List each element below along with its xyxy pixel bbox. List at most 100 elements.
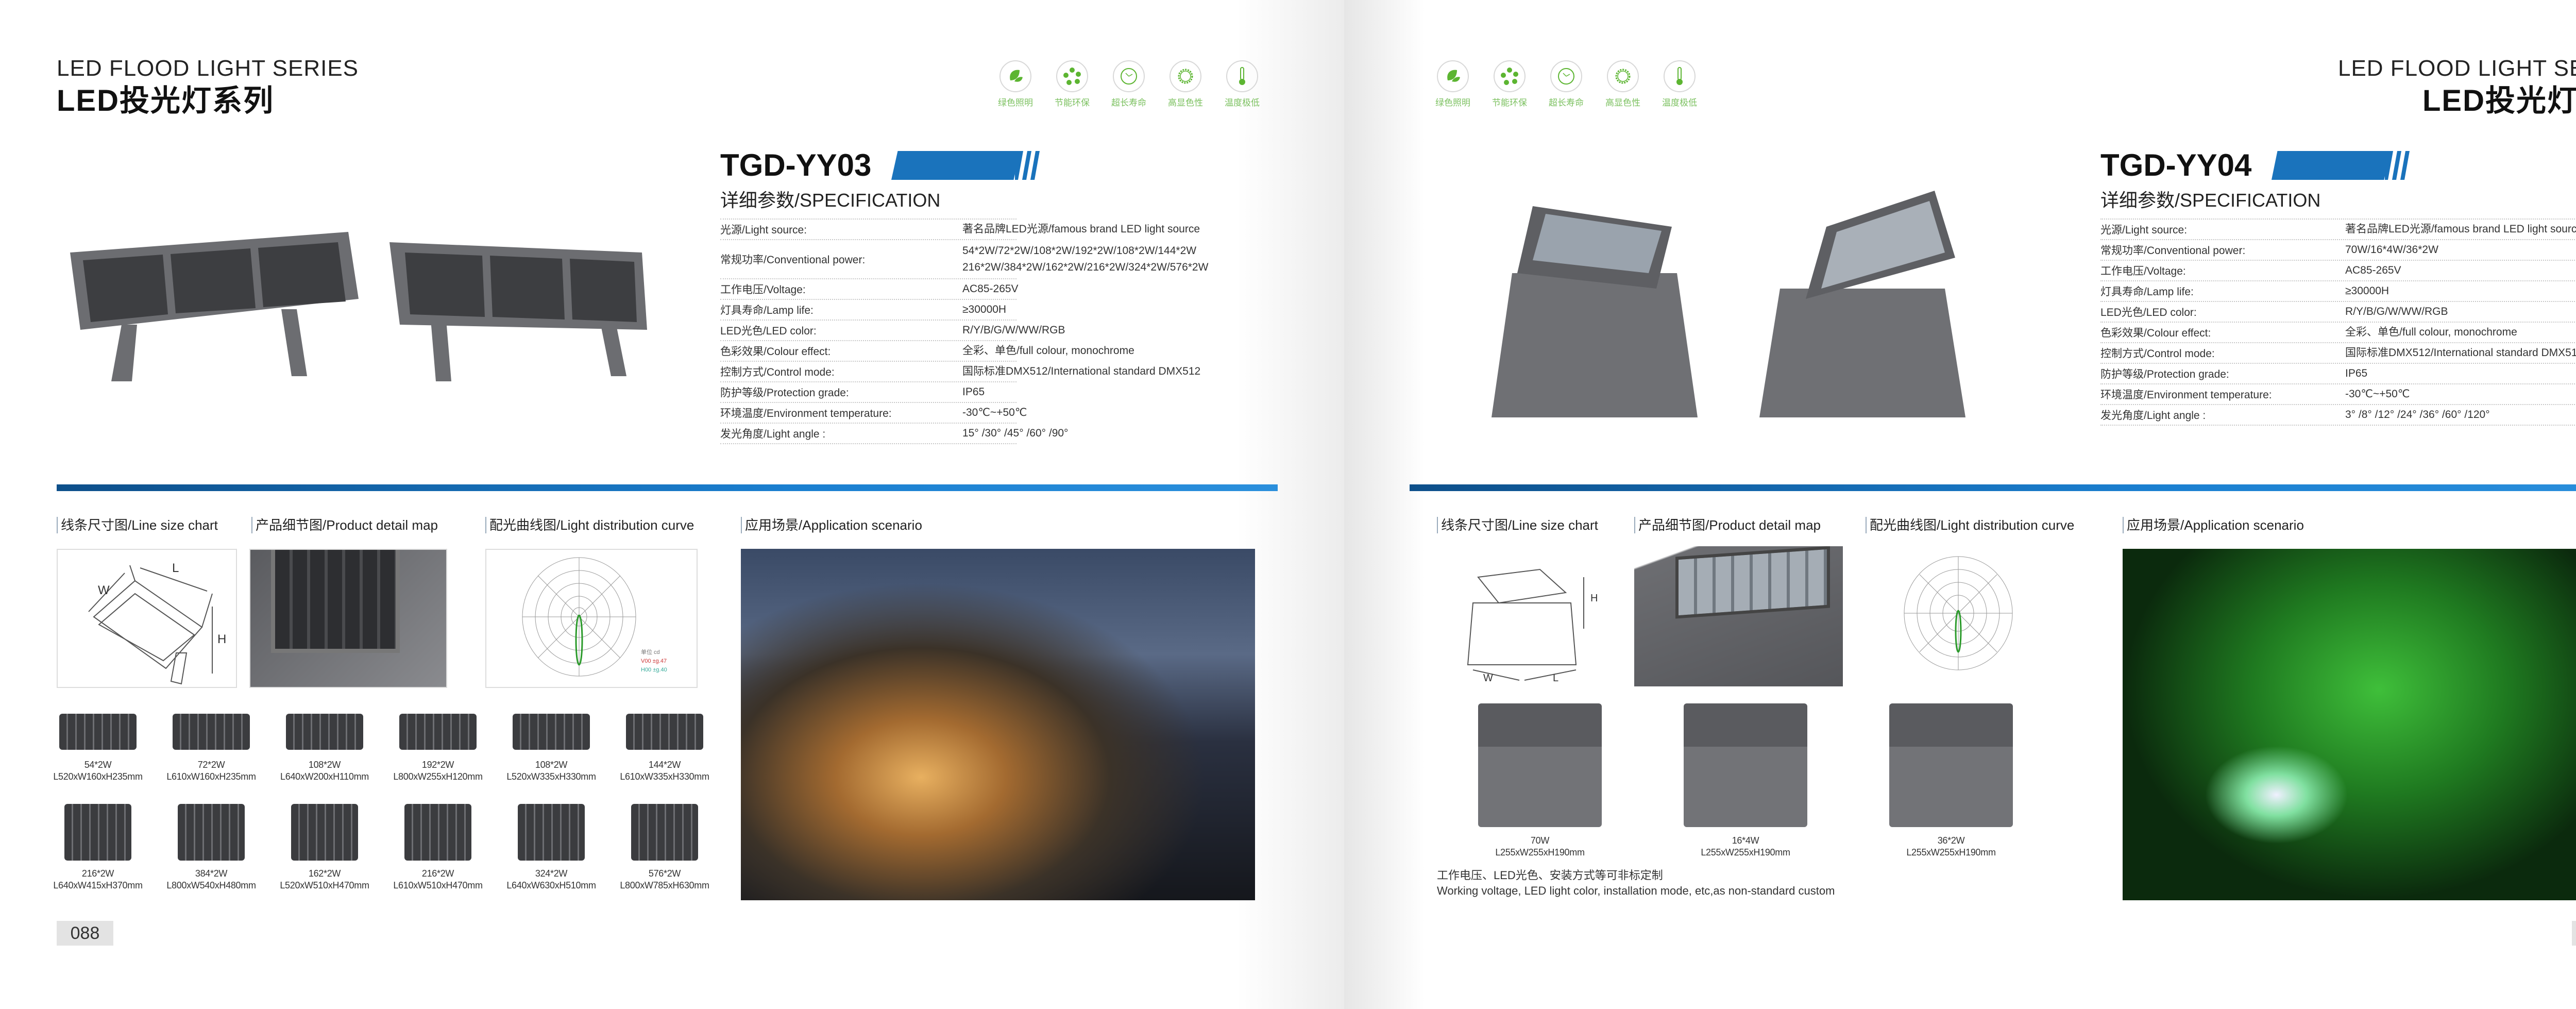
dim-label-w: W [1483, 672, 1493, 684]
spec-row: 控制方式/Control mode: 国际标准DMX512/Internation… [2100, 342, 2576, 363]
spec-table-bottom-rule [720, 443, 1016, 444]
spec-label: 工作电压/Voltage: [2100, 265, 2186, 277]
spec-value-wrap: 国际标准DMX512/International standard DMX512 [2345, 343, 2576, 363]
spec-row: 色彩效果/Colour effect:全彩、单色/full colour, mo… [720, 340, 1134, 361]
spec-value-wrap: 全彩、单色/full colour, monochrome [962, 341, 1134, 361]
model-title-accent-bar [2272, 151, 2390, 180]
variant-power: 16*4W [1732, 835, 1759, 846]
variant-size: L255xW255xH190mm [1701, 847, 1790, 857]
feature-leaf: 绿色照明 [1435, 60, 1470, 108]
spec-label: 控制方式/Control mode: [2100, 348, 2215, 360]
variant-power: 216*2W [421, 868, 454, 879]
variant-size: L520xW160xH235mm [53, 771, 143, 782]
spec-value: 70W/16*4W/36*2W [2345, 244, 2438, 256]
feature-fan: 节能环保 [1055, 60, 1090, 108]
dim-label-h: H [1590, 593, 1598, 604]
spec-value: 3° /8° /12° /24° /36° /60° /120° [2345, 409, 2490, 421]
spec-value: ≥30000H [2345, 285, 2389, 297]
variant-size: L520xW510xH470mm [280, 880, 369, 890]
spec-value-wrap: 15° /30° /45° /60° /90° [962, 424, 1068, 443]
spec-value: -30℃~+50℃ [962, 407, 1027, 418]
variant-image [173, 714, 250, 750]
variant-power: 108*2W [308, 760, 341, 770]
spec-value: 全彩、单色/full colour, monochrome [962, 345, 1134, 357]
led-grid-closeup [271, 550, 400, 653]
curve-legend-h: H00 ±g.40 [641, 667, 667, 673]
line-size-drawing: H W L [1437, 546, 1612, 686]
dim-label-l: L [1553, 672, 1559, 684]
spec-label: 色彩效果/Colour effect: [2100, 327, 2211, 339]
product-hero-image [60, 211, 663, 386]
accent-stripes [1015, 151, 1040, 180]
catalog-page-right: LED FLOOD LIGHT SERIES LED投光灯系列 TGD-YY04… [1344, 0, 2576, 1009]
variant-image [399, 714, 477, 750]
variant-image [286, 714, 363, 750]
spec-value-wrap: 全彩、单色/full colour, monochrome [2345, 323, 2517, 342]
variant-image [631, 804, 698, 861]
spec-value-wrap: 著名品牌LED光源/famous brand LED light source [2345, 220, 2576, 239]
variant-size: L610xW510xH470mm [393, 880, 483, 890]
spec-label: 光源/Light source: [2100, 224, 2188, 236]
spec-value: ≥30000H [962, 304, 1007, 315]
variant-size: L640xW200xH110mm [280, 771, 369, 782]
spec-heading: 详细参数/SPECIFICATION [2100, 190, 2321, 211]
feature-leaf: 绿色照明 [998, 60, 1033, 108]
spec-row: LED光色/LED color:R/Y/B/G/W/WW/RGB [2100, 301, 2576, 322]
spec-value-wrap: IP65 [962, 382, 985, 402]
spec-value-wrap: 3° /8° /12° /24° /36° /60° /120° [2345, 405, 2490, 425]
page-number: 089 [2572, 921, 2576, 946]
variant-size: L255xW255xH190mm [1906, 847, 1996, 857]
spec-label: 常规功率/Conventional power: [720, 254, 866, 266]
spec-label: 控制方式/Control mode: [720, 366, 835, 378]
spec-value: 国际标准DMX512/International standard DMX512 [2345, 347, 2576, 359]
spec-table: 光源/Light source: 著名品牌LED光源/famous brand L… [720, 218, 1208, 444]
feature-label: 温度极低 [1225, 98, 1260, 108]
variant-size: L255xW255xH190mm [1495, 847, 1585, 857]
spec-value: AC85-265V [962, 283, 1019, 295]
application-photo-castle [741, 549, 1255, 900]
curve-legend-unit: 单位 cd [641, 649, 660, 655]
thermometer-icon [1226, 60, 1258, 92]
variant-size: L640xW415xH370mm [53, 880, 143, 890]
spec-heading: 详细参数/SPECIFICATION [720, 190, 941, 211]
variant-power: 216*2W [81, 868, 114, 879]
feature-label: 超长寿命 [1549, 98, 1584, 108]
sun-icon [1607, 60, 1639, 92]
spec-label: 发光角度/Light angle : [720, 428, 826, 440]
spec-table: 光源/Light source: 著名品牌LED光源/famous brand L… [2100, 218, 2576, 426]
spec-value: IP65 [2345, 367, 2368, 379]
spec-value-wrap: -30℃~+50℃ [962, 403, 1027, 423]
variant-image [291, 804, 358, 861]
feature-sun: 高显色性 [1605, 60, 1640, 108]
spec-row: 环境温度/Environment temperature: -30℃~+50℃ [720, 402, 1027, 423]
spec-value-wrap: 70W/16*4W/36*2W [2345, 240, 2438, 260]
spec-value-wrap: 著名品牌LED光源/famous brand LED light source [962, 220, 1200, 239]
spec-row: 控制方式/Control mode:国际标准DMX512/Internation… [720, 361, 1200, 381]
model-title-accent-bar [891, 151, 1020, 180]
spec-label: 环境温度/Environment temperature: [2100, 389, 2272, 401]
spec-row: 环境温度/Environment temperature:-30℃~+50℃ [2100, 383, 2576, 404]
section-label-product-detail: 产品细节图/Product detail map [1634, 517, 1821, 533]
feature-label: 节能环保 [1492, 98, 1527, 108]
variant-size: L800xW785xH630mm [620, 880, 709, 890]
spec-label: 常规功率/Conventional power: [2100, 245, 2246, 257]
spec-row: 发光角度/Light angle :3° /8° /12° /24° /36° … [2100, 404, 2576, 425]
product-detail-image [1634, 546, 1843, 686]
variant-image [513, 714, 590, 750]
leaf-icon [999, 60, 1031, 92]
spec-label: 环境温度/Environment temperature: [720, 408, 892, 419]
section-label-application: 应用场景/Application scenario [2123, 517, 2304, 533]
spec-label: 光源/Light source: [720, 224, 807, 236]
spec-value: AC85-265V [2345, 264, 2401, 276]
catalog-page-left: LED FLOOD LIGHT SERIES LED投光灯系列 TGD-YY03… [0, 0, 1344, 1009]
variant-image [1478, 703, 1602, 827]
